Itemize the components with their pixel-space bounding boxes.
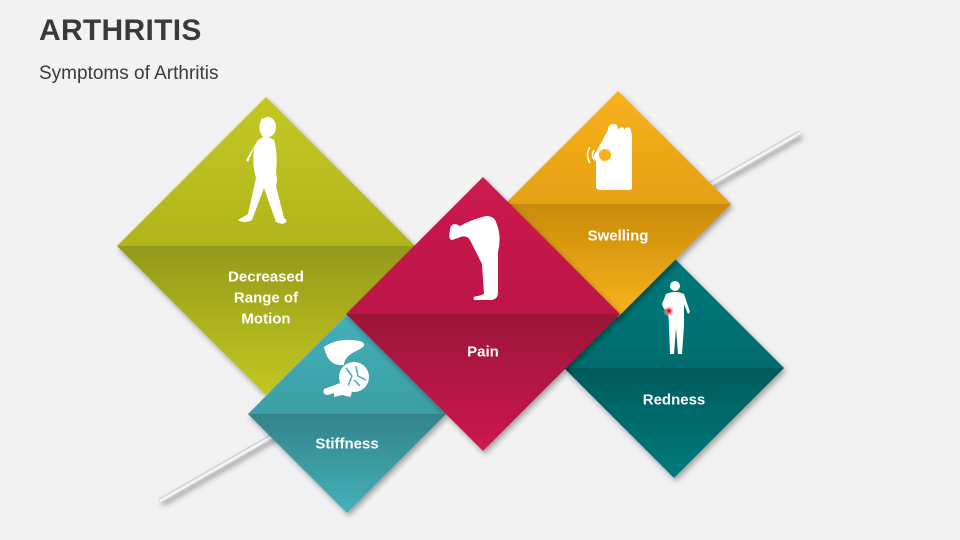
symptom-label-decreased-range-of-motion: Decreased Range of Motion <box>228 268 304 328</box>
walking-woman-icon <box>238 117 287 224</box>
symptom-diamond-pain <box>346 177 620 451</box>
swollen-hand-icon <box>586 124 632 190</box>
symptom-label-swelling: Swelling <box>587 227 649 245</box>
symptom-label-redness: Redness <box>642 391 706 409</box>
knee-joint-icon <box>323 339 369 397</box>
page-subtitle: Symptoms of Arthritis <box>39 63 219 84</box>
bent-over-man-icon <box>449 216 500 300</box>
man-red-spot-icon <box>662 281 690 354</box>
symptom-label-pain: Pain <box>467 343 499 361</box>
page-title: ARTHRITIS <box>39 14 202 47</box>
symptom-label-stiffness: Stiffness <box>315 435 379 453</box>
symptom-diamond-decreased-range-of-motion <box>117 97 415 395</box>
